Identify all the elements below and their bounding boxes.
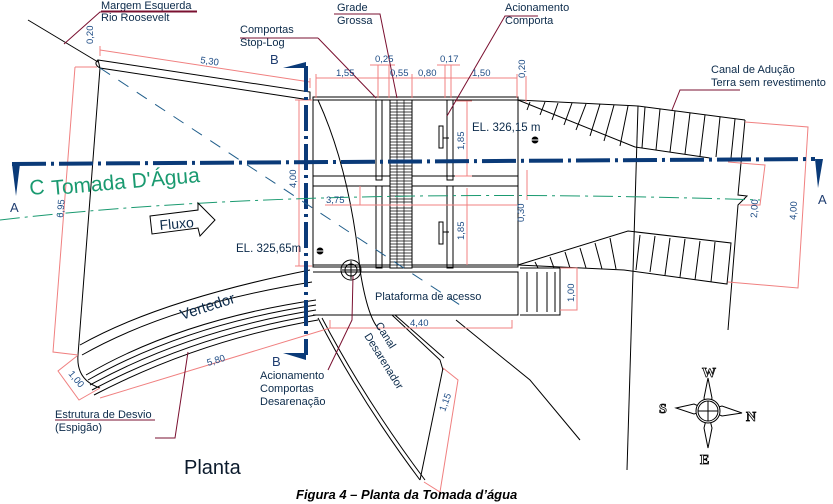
label-comporta: Comporta bbox=[505, 15, 554, 27]
section-b-bottom: B bbox=[272, 354, 281, 369]
dim-3-75: 3,75 bbox=[326, 195, 345, 206]
fluxo-label: Fluxo bbox=[159, 214, 195, 233]
figure-caption: Figura 4 – Planta da Tomada d’água bbox=[296, 487, 517, 502]
label-comportas: Comportas bbox=[240, 24, 294, 36]
label-terra: Terra sem revestimento bbox=[711, 77, 826, 89]
section-a-right: A bbox=[818, 192, 827, 207]
section-a-right-arrow bbox=[815, 159, 823, 188]
elevation-marker-icon bbox=[314, 136, 541, 255]
flow-arrow-icon bbox=[149, 201, 216, 238]
leader-lines bbox=[63, 11, 740, 439]
label-acionamento: Acionamento bbox=[505, 2, 569, 14]
label-margem-2: Rio Roosevelt bbox=[101, 12, 169, 24]
acion-desarenacao-2: Comportas bbox=[260, 383, 314, 395]
vertedor-label: Vertedor bbox=[178, 290, 237, 324]
section-b-bottom-arrow bbox=[283, 353, 306, 360]
dim-2-00: 2,00 bbox=[749, 199, 761, 218]
dim-1-15: 1,15 bbox=[437, 392, 454, 413]
planta-title: Planta bbox=[184, 457, 242, 479]
label-canal-aducao: Canal de Adução bbox=[711, 64, 795, 76]
dim-5-30: 5,30 bbox=[200, 55, 220, 68]
dim-1-50: 1,50 bbox=[472, 68, 491, 79]
compass-right: N bbox=[746, 410, 756, 425]
dim-4-00-left: 4,00 bbox=[288, 170, 299, 189]
dim-0-55: 0,55 bbox=[390, 68, 409, 79]
label-stoplog: Stop-Log bbox=[240, 37, 285, 49]
acion-desarenacao-1: Acionamento bbox=[260, 370, 324, 382]
dim-1-00-right: 1,00 bbox=[566, 284, 577, 303]
dim-1-00-left: 1,00 bbox=[66, 369, 86, 390]
dim-0-20-left: 0,20 bbox=[85, 26, 96, 45]
dimension-lines bbox=[52, 46, 809, 493]
compass-top: W bbox=[702, 366, 716, 381]
dim-1-55: 1,55 bbox=[336, 68, 355, 79]
elevation-low: EL. 325,65m bbox=[236, 243, 301, 255]
section-b-top-arrow bbox=[283, 62, 306, 68]
section-a-line bbox=[11, 157, 816, 166]
dim-0-20-right: 0,20 bbox=[517, 60, 528, 79]
trash-rack bbox=[389, 99, 413, 269]
label-grossa: Grossa bbox=[337, 15, 373, 27]
compass-rose: W S N E bbox=[659, 366, 757, 469]
section-a-left-arrow bbox=[12, 164, 20, 196]
dim-1-85-bottom: 1,85 bbox=[456, 222, 467, 241]
diagonal-reference-line bbox=[99, 67, 461, 306]
section-b-top: B bbox=[270, 52, 279, 67]
dim-5-80: 5,80 bbox=[206, 353, 227, 369]
plataforma-label: Plataforma de acesso bbox=[375, 291, 481, 303]
label-margem-1: Margem Esquerda bbox=[101, 0, 192, 12]
dim-0-80: 0,80 bbox=[418, 68, 437, 79]
tomada-axis-line bbox=[0, 195, 761, 221]
dim-0-30: 0,30 bbox=[516, 204, 527, 223]
dim-0-17: 0,17 bbox=[440, 54, 459, 65]
acion-desarenacao-3: Desarenação bbox=[260, 396, 325, 408]
dim-0-25: 0,25 bbox=[375, 54, 394, 65]
axis-lines bbox=[0, 62, 823, 360]
section-a-left: A bbox=[10, 200, 19, 215]
estrutura-desvio-1: Estrutura de Desvio bbox=[55, 409, 152, 421]
dim-4-40: 4,40 bbox=[410, 318, 429, 329]
dim-1-85-top: 1,85 bbox=[456, 132, 467, 151]
dim-6-95: 6,95 bbox=[55, 199, 68, 218]
label-grade: Grade bbox=[337, 2, 368, 14]
structure-lines bbox=[27, 19, 749, 481]
dim-4-00-right: 4,00 bbox=[788, 201, 800, 220]
estrutura-desvio-2: (Espigão) bbox=[55, 422, 102, 434]
axis-symbol: C bbox=[28, 176, 45, 200]
elevation-high: EL. 326,15 m bbox=[472, 122, 540, 134]
compass-bottom: E bbox=[700, 453, 709, 468]
tomada-axis-label: Tomada D'Água bbox=[50, 164, 201, 200]
compass-left: S bbox=[659, 402, 667, 417]
